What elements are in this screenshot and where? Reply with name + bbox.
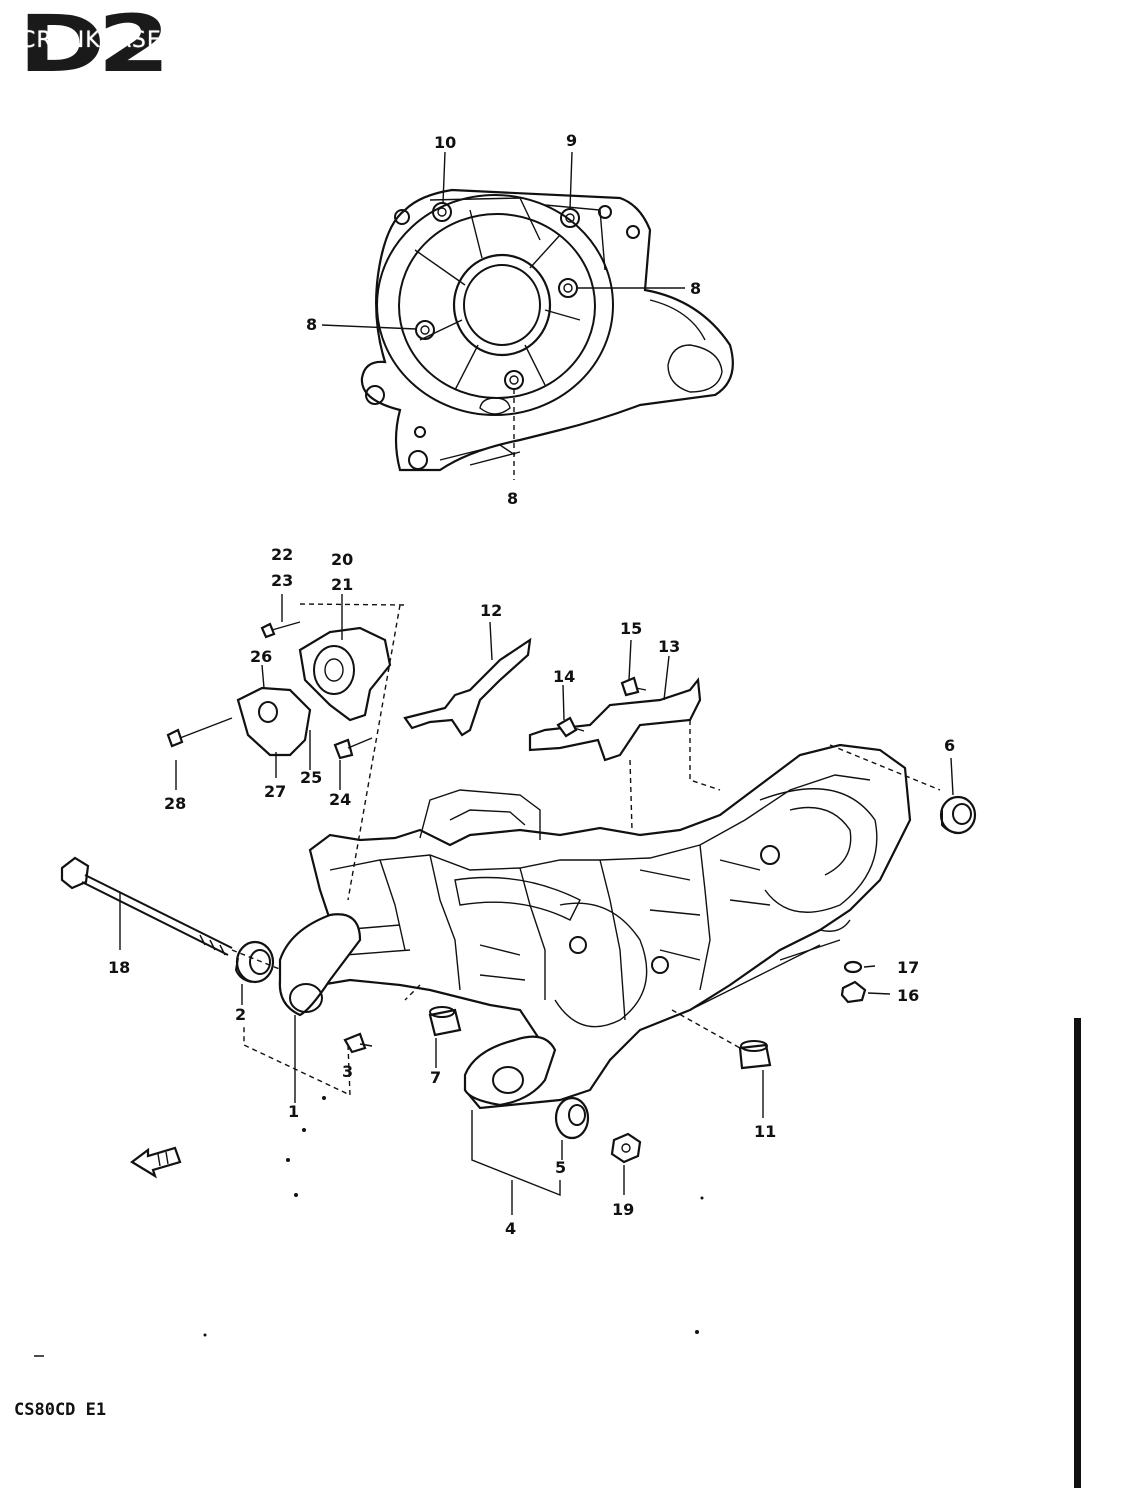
callout-8-right: 8 bbox=[690, 279, 701, 298]
callout-8-left: 8 bbox=[306, 315, 317, 334]
callout-21: 21 bbox=[331, 575, 353, 594]
callout-4: 4 bbox=[505, 1219, 516, 1238]
callout-7: 7 bbox=[430, 1068, 441, 1087]
callout-16: 16 bbox=[897, 986, 919, 1005]
callout-14: 14 bbox=[553, 667, 575, 686]
callout-9: 9 bbox=[566, 131, 577, 150]
front-arrow-icon bbox=[130, 1146, 182, 1179]
callout-26: 26 bbox=[250, 647, 272, 666]
callout-8-bottom: 8 bbox=[507, 489, 518, 508]
callout-15: 15 bbox=[620, 619, 642, 638]
model-code: CS80CD E1 bbox=[14, 1400, 107, 1420]
callout-10: 10 bbox=[434, 133, 456, 152]
callout-20: 20 bbox=[331, 550, 353, 569]
callout-18: 18 bbox=[108, 958, 130, 977]
callout-27: 27 bbox=[264, 782, 286, 801]
callout-25: 25 bbox=[300, 768, 322, 787]
callout-23: 23 bbox=[271, 571, 293, 590]
upper-leader-lines bbox=[321, 151, 685, 480]
callout-2: 2 bbox=[235, 1005, 246, 1024]
callout-12: 12 bbox=[480, 601, 502, 620]
section-badge: D2 CRANKCASE bbox=[18, 0, 171, 90]
scan-edge-rule bbox=[1074, 1018, 1081, 1488]
callout-17: 17 bbox=[897, 958, 919, 977]
callout-5: 5 bbox=[555, 1158, 566, 1177]
section-title: CRANKCASE bbox=[20, 28, 162, 53]
callout-11: 11 bbox=[754, 1122, 776, 1141]
callout-3: 3 bbox=[342, 1062, 353, 1081]
small-parts-drawing bbox=[60, 621, 977, 1179]
section-code: D2 bbox=[18, 0, 171, 90]
callout-labels: 10 9 8 8 8 22 23 20 21 12 15 13 14 26 28… bbox=[108, 131, 955, 1238]
callout-19: 19 bbox=[612, 1200, 634, 1219]
callout-6: 6 bbox=[944, 736, 955, 755]
callout-22: 22 bbox=[271, 545, 293, 564]
scan-specks bbox=[34, 1096, 704, 1357]
callout-13: 13 bbox=[658, 637, 680, 656]
lower-leader-lines bbox=[119, 594, 954, 1215]
crankcase-body-drawing bbox=[278, 743, 912, 1110]
callout-24: 24 bbox=[329, 790, 351, 809]
crankcase-cover-drawing bbox=[360, 188, 734, 472]
callout-1: 1 bbox=[288, 1102, 299, 1121]
callout-28: 28 bbox=[164, 794, 186, 813]
